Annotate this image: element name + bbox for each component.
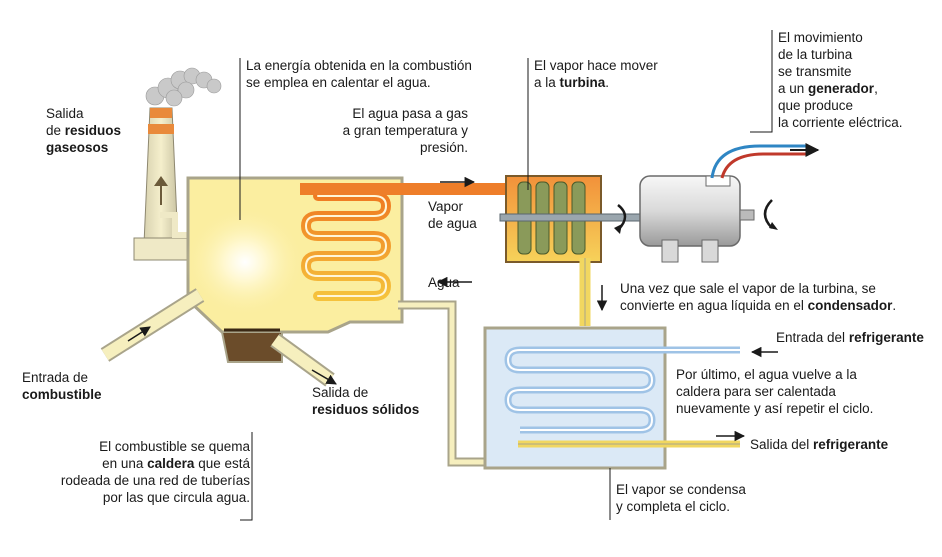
label-energy: La energía obtenida en la combustión se … xyxy=(246,58,472,90)
solid-waste-arrow xyxy=(311,369,337,385)
label-vapor-condenses: El vapor se condensa y completa el ciclo… xyxy=(616,482,746,514)
smoke-up-arrow xyxy=(154,176,168,205)
turbine xyxy=(499,175,641,263)
boiler xyxy=(185,176,404,363)
label-generator: El movimiento de la turbina se transmite… xyxy=(778,30,903,130)
label-refrigerant-out: Salida del refrigerante xyxy=(750,437,889,452)
leader-lines xyxy=(239,30,773,521)
label-turbine: El vapor hace mover a la turbina. xyxy=(534,58,658,90)
label-return-cycle: Por último, el agua vuelve a la caldera … xyxy=(676,367,874,416)
label-water: Agua xyxy=(428,275,460,290)
condenser xyxy=(483,326,778,470)
label-solid-waste: Salida de residuos sólidos xyxy=(312,385,420,417)
label-refrigerant-in: Entrada del refrigerante xyxy=(776,330,924,345)
boiler-coil xyxy=(300,191,392,301)
chimney xyxy=(133,107,191,261)
generator xyxy=(639,143,820,263)
fuel-inlet-pipe xyxy=(100,288,205,362)
label-water-to-gas: El agua pasa a gas a gran temperatura y … xyxy=(342,106,468,155)
generator-rotation-icon xyxy=(763,199,773,229)
fuel-arrow xyxy=(127,326,151,342)
smoke-cloud xyxy=(145,67,222,107)
label-condenser: Una vez que sale el vapor de la turbina,… xyxy=(620,281,897,313)
label-gas-waste: Salida de residuos gaseosos xyxy=(46,106,122,155)
label-boiler: El combustible se quema en una caldera q… xyxy=(60,439,250,505)
steam-pipe xyxy=(300,176,512,195)
solid-waste-pipe xyxy=(270,333,337,387)
label-fuel-inlet: Entrada de combustible xyxy=(22,370,102,402)
label-steam: Vapor de agua xyxy=(428,199,477,231)
